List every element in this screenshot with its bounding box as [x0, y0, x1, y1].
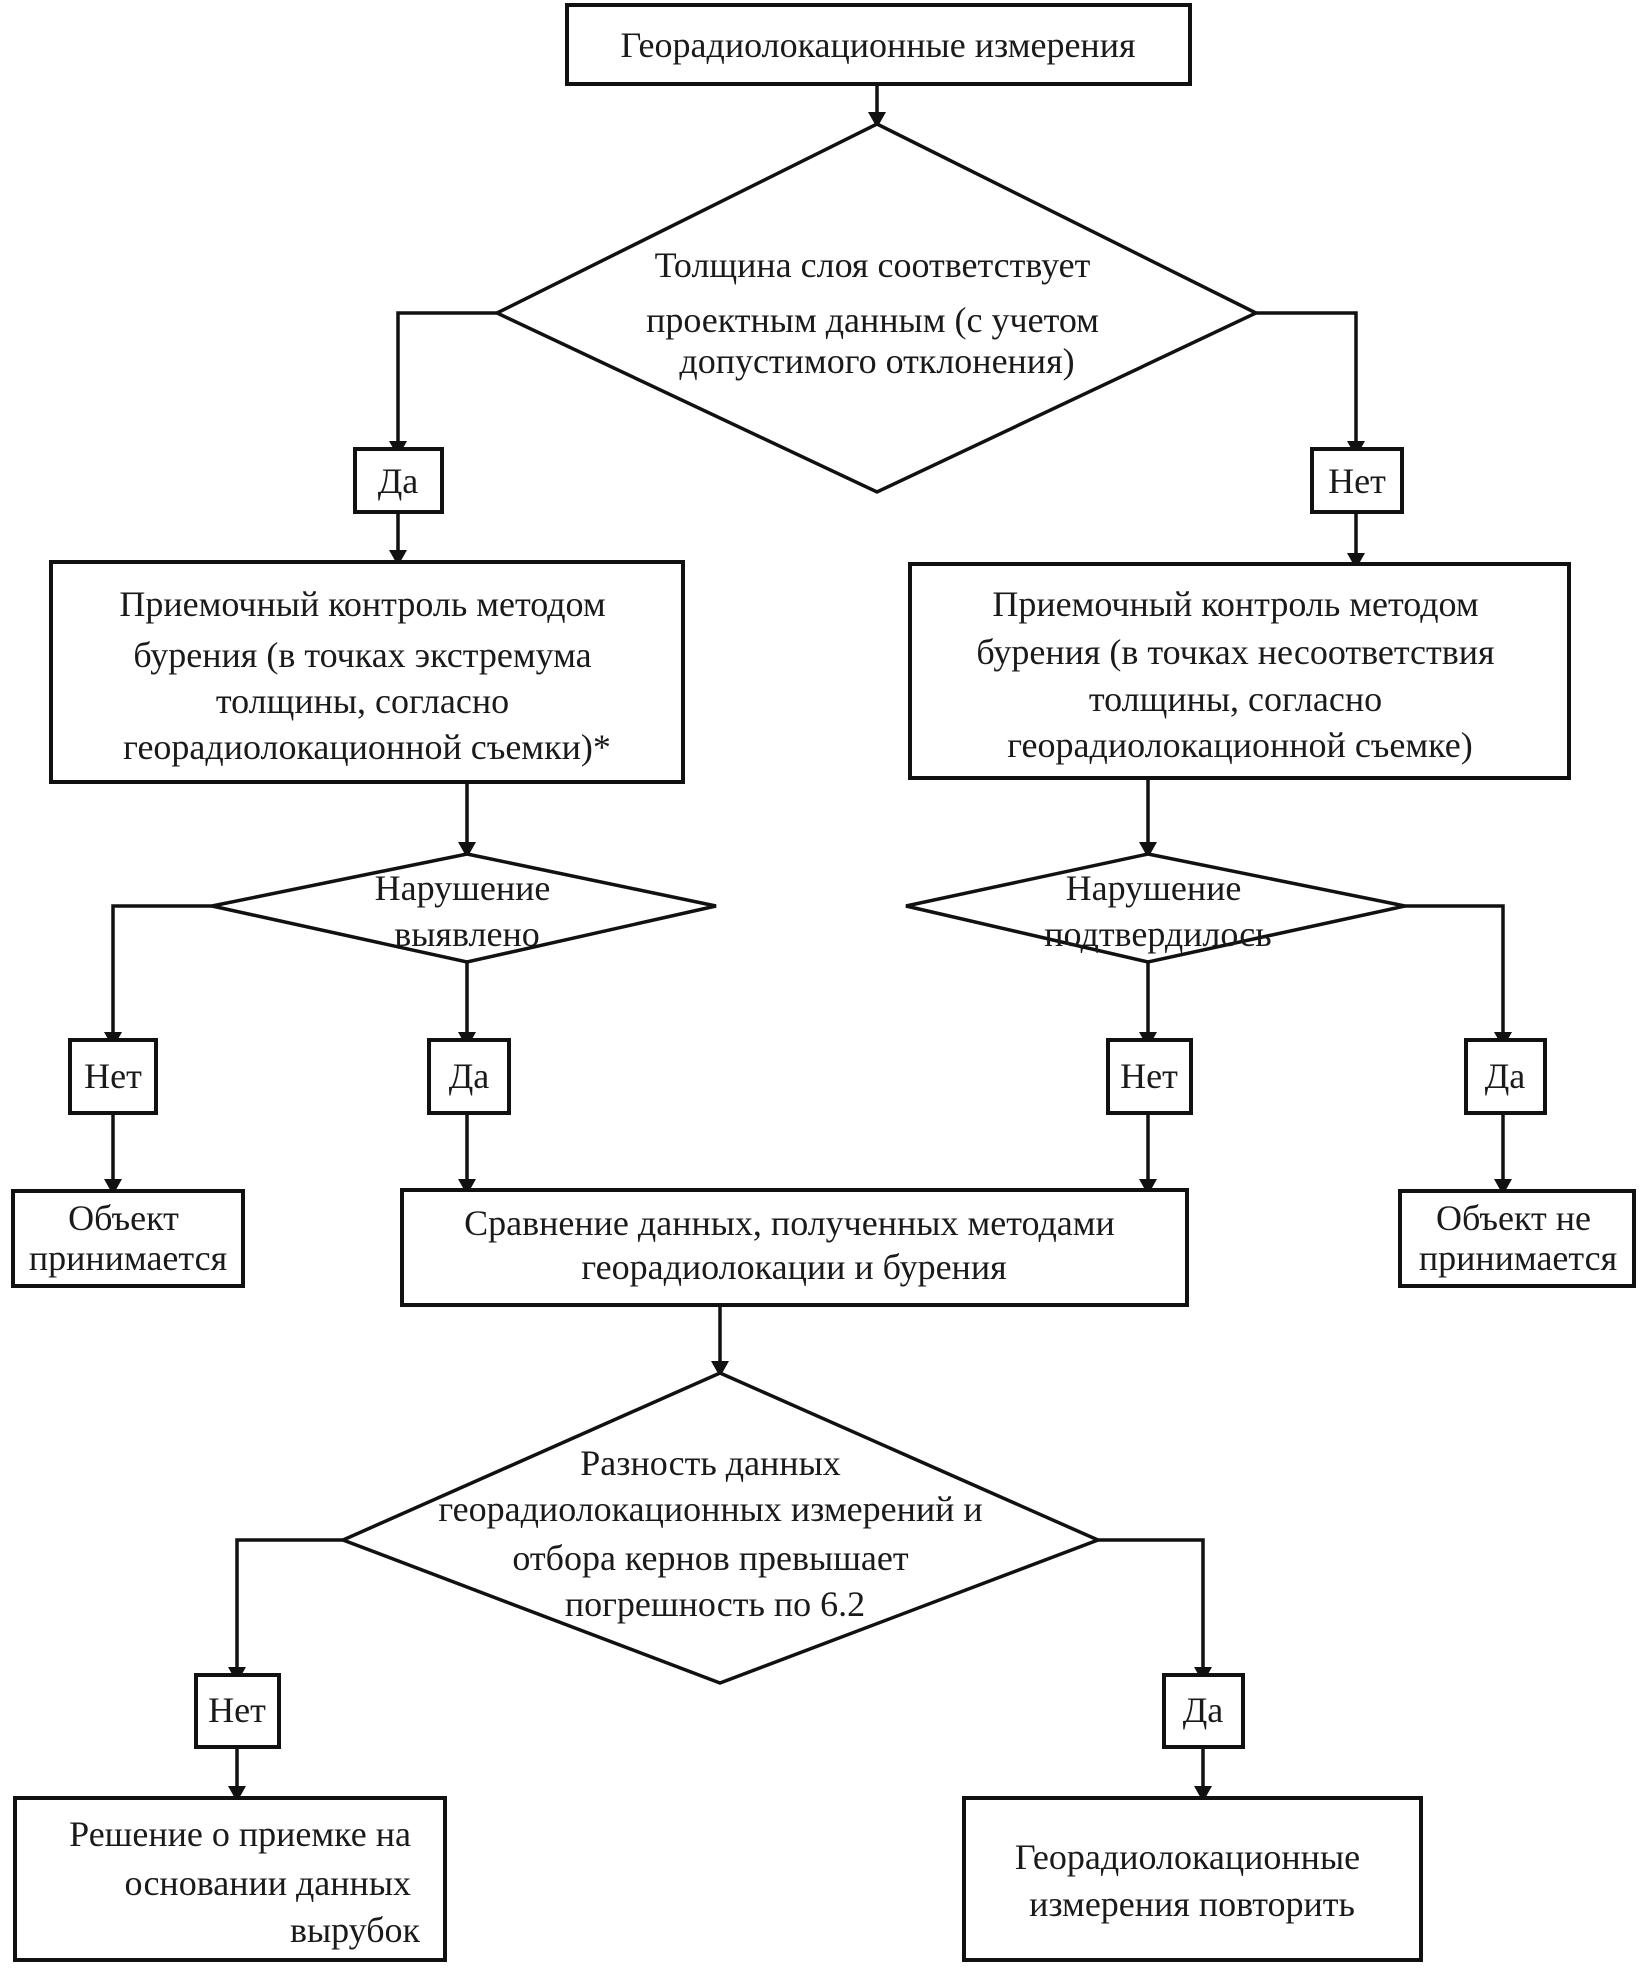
decision-violation-confirmed: Нарушение подтвердилось — [905, 852, 1406, 964]
compare-line: георадиолокации и бурения — [581, 1247, 1006, 1287]
result-rejected-line: Объект не — [1436, 1198, 1591, 1238]
label-no-2: Нет — [68, 1038, 158, 1115]
control-right-line: толщины, согласно — [1089, 679, 1382, 719]
arrowhead — [1139, 842, 1157, 858]
svg-text:Приемочный контроль методом: Приемочный контроль методом бурения (в т… — [119, 584, 614, 767]
decision-thickness-line: допустимого отклонения) — [679, 341, 1074, 381]
label-yes-4: Да — [1162, 1673, 1245, 1749]
decision-violation-found-line: Нарушение — [375, 868, 551, 908]
result-rejected-box: Объект не принимается — [1398, 1189, 1636, 1288]
arrowhead — [1139, 1179, 1157, 1195]
arrowhead — [1494, 1179, 1512, 1195]
arrowheads — [104, 112, 1512, 1802]
svg-text:Разность данных георадио: Разность данных георадиолокационных изме… — [438, 1443, 991, 1624]
control-right-line: бурения (в точках несоответствия — [976, 632, 1494, 672]
decision-thickness-line: Толщина слоя соответствует — [655, 245, 1091, 285]
control-right-line: Приемочный контроль методом — [992, 584, 1478, 624]
arrowhead — [711, 1361, 729, 1377]
svg-text:Приемочный контроль методом: Приемочный контроль методом бурения (в т… — [976, 584, 1503, 765]
label-yes-2-text: Да — [449, 1056, 490, 1096]
control-left-line: толщины, согласно — [216, 681, 509, 721]
control-left-box: Приемочный контроль методом бурения (в т… — [49, 560, 685, 784]
decision-difference-line: погрешность по 6.2 — [565, 1584, 865, 1624]
decision-difference-line: Разность данных — [580, 1443, 841, 1483]
repeat-line: измерения повторить — [1029, 1884, 1355, 1924]
acceptance-box: Решение о приемке на основании данных вы… — [13, 1796, 447, 1962]
svg-text:Объект принимается: Объект принимается — [29, 1198, 227, 1278]
svg-text:Решение о приемке на осн: Решение о приемке на основании данных вы… — [69, 1814, 420, 1950]
connector-difference-to-no — [235, 1538, 343, 1675]
arrowhead — [104, 1179, 122, 1195]
label-no-1-text: Нет — [1328, 461, 1386, 501]
acceptance-line: основании данных — [125, 1863, 411, 1903]
arrowhead — [868, 112, 886, 128]
connector-decision-to-no — [1256, 311, 1358, 449]
svg-text:Нарушение подтвердилось: Нарушение подтвердилось — [1044, 868, 1271, 954]
result-rejected-line: принимается — [1419, 1238, 1617, 1278]
label-no-3-text: Нет — [1120, 1056, 1178, 1096]
svg-text:Толщина слоя соответствует: Толщина слоя соответствует проектным дан… — [646, 245, 1108, 381]
result-accepted-line: Объект — [68, 1198, 179, 1238]
connectors — [111, 84, 1505, 1794]
result-accepted-line: принимается — [29, 1238, 227, 1278]
control-right-line: георадиолокационной съемке) — [1007, 725, 1473, 765]
decision-difference-line: отбора кернов превышает — [512, 1538, 908, 1578]
control-left-line: георадиолокационной съемки)* — [123, 727, 611, 767]
decision-violation-found-line: выявлено — [394, 914, 539, 954]
arrowhead — [1347, 553, 1365, 569]
label-yes-4-text: Да — [1183, 1690, 1224, 1730]
connector-confirmed-to-yes — [1405, 904, 1505, 1040]
start-box-line: Георадиолокационные измерения — [620, 25, 1135, 65]
arrowhead — [1194, 1786, 1212, 1802]
svg-text:Георадиолокационные изме: Георадиолокационные измерения повторить — [1015, 1837, 1369, 1924]
connector-difference-to-yes — [1098, 1538, 1205, 1675]
arrowhead — [389, 550, 407, 566]
label-no-1: Нет — [1310, 447, 1404, 514]
connector-decision-to-yes — [396, 311, 497, 449]
label-no-4-text: Нет — [208, 1690, 266, 1730]
label-yes-2: Да — [427, 1038, 511, 1115]
label-yes-1: Да — [353, 447, 444, 514]
svg-text:Объект не принимается: Объект не принимается — [1419, 1198, 1617, 1278]
svg-text:Сравнение данных, полученных м: Сравнение данных, полученных методами ге… — [464, 1203, 1124, 1287]
decision-difference: Разность данных георадиолокационных изме… — [338, 1371, 1103, 1685]
svg-text:Нарушение выявлено: Нарушение выявлено — [375, 868, 560, 954]
acceptance-line: вырубок — [290, 1910, 421, 1950]
label-yes-3: Да — [1464, 1038, 1547, 1115]
label-no-4: Нет — [194, 1673, 281, 1749]
label-yes-1-text: Да — [378, 461, 419, 501]
result-accepted-box: Объект принимается — [11, 1189, 245, 1288]
decision-violation-found: Нарушение выявлено — [211, 852, 717, 964]
decision-violation-confirmed-line: Нарушение — [1066, 868, 1242, 908]
label-no-3: Нет — [1106, 1038, 1193, 1115]
connector-found-to-no — [111, 904, 212, 1040]
label-yes-3-text: Да — [1485, 1056, 1526, 1096]
label-no-2-text: Нет — [84, 1056, 142, 1096]
arrowhead — [458, 1179, 476, 1195]
decision-thickness-line: проектным данным (с учетом — [646, 300, 1099, 340]
repeat-line: Георадиолокационные — [1015, 1837, 1360, 1877]
svg-text:Георадиолокационные измерения: Георадиолокационные измерения — [620, 25, 1135, 65]
arrowhead — [458, 842, 476, 858]
start-box: Георадиолокационные измерения — [565, 3, 1192, 86]
compare-box: Сравнение данных, полученных методами ге… — [400, 1188, 1189, 1307]
decision-difference-line: георадиолокационных измерений и — [438, 1489, 982, 1529]
control-right-box: Приемочный контроль методом бурения (в т… — [908, 562, 1571, 780]
arrowhead — [228, 1786, 246, 1802]
acceptance-line: Решение о приемке на — [69, 1814, 411, 1854]
decision-thickness: Толщина слоя соответствует проектным дан… — [492, 122, 1261, 494]
repeat-box: Георадиолокационные измерения повторить — [962, 1796, 1423, 1962]
compare-line: Сравнение данных, полученных методами — [464, 1203, 1115, 1243]
decision-violation-confirmed-line: подтвердилось — [1044, 914, 1271, 954]
control-left-line: Приемочный контроль методом — [119, 584, 605, 624]
control-left-line: бурения (в точках экстремума — [133, 635, 591, 675]
